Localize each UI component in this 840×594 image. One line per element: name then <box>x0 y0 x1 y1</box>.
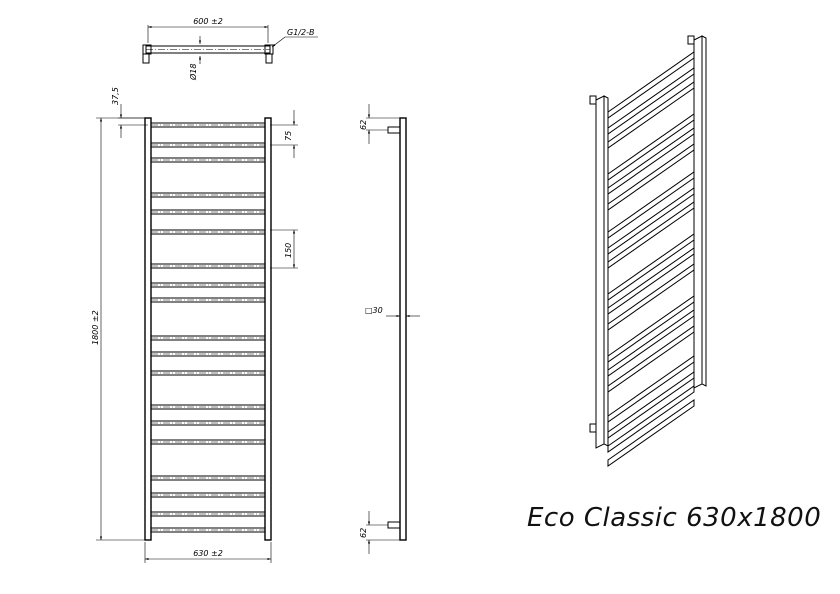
isometric-bar <box>607 127 695 195</box>
isometric-bar <box>607 247 695 315</box>
isometric-bar <box>607 263 695 331</box>
side-bottom-label: 62 <box>359 528 368 538</box>
isometric-bar <box>607 187 695 255</box>
top-width-label: 600 ±2 <box>193 17 223 26</box>
isometric-bar <box>607 355 695 423</box>
isometric-bar <box>607 233 695 301</box>
total-height-label: 1800 ±2 <box>91 310 100 345</box>
front-view: 37,5 1800 ±2 75 150 630 ±2 <box>91 87 298 563</box>
top-view: 600 ±2 G1/2-B Ø18 <box>142 17 318 81</box>
isometric-bar <box>607 371 695 439</box>
connection-label: G1/2-B <box>287 28 314 37</box>
product-title: Eco Classic 630x1800 <box>527 503 821 533</box>
isometric-bar <box>607 399 695 467</box>
isometric-bar <box>607 51 695 119</box>
isometric-bar <box>607 325 695 393</box>
isometric-bar <box>607 295 695 363</box>
isometric-bar <box>607 309 695 377</box>
isometric-bar <box>607 171 695 239</box>
top-offset-label: 37,5 <box>111 87 120 105</box>
side-view: 62 62 □30 <box>359 104 420 554</box>
isometric-bar <box>607 67 695 135</box>
pitch-large-label: 150 <box>284 243 293 258</box>
isometric-bar <box>607 201 695 269</box>
isometric-bars <box>607 51 695 467</box>
profile-label: □30 <box>365 306 383 315</box>
side-top-label: 62 <box>359 120 368 130</box>
isometric-bar <box>607 385 695 453</box>
isometric-bar <box>607 113 695 181</box>
isometric-bar <box>607 143 695 211</box>
isometric-view <box>589 35 707 467</box>
bottom-width-label: 630 ±2 <box>193 549 223 558</box>
isometric-bar <box>607 81 695 149</box>
pipe-diameter-label: Ø18 <box>188 64 198 81</box>
front-bars <box>150 122 266 533</box>
pitch-small-label: 75 <box>284 131 293 141</box>
